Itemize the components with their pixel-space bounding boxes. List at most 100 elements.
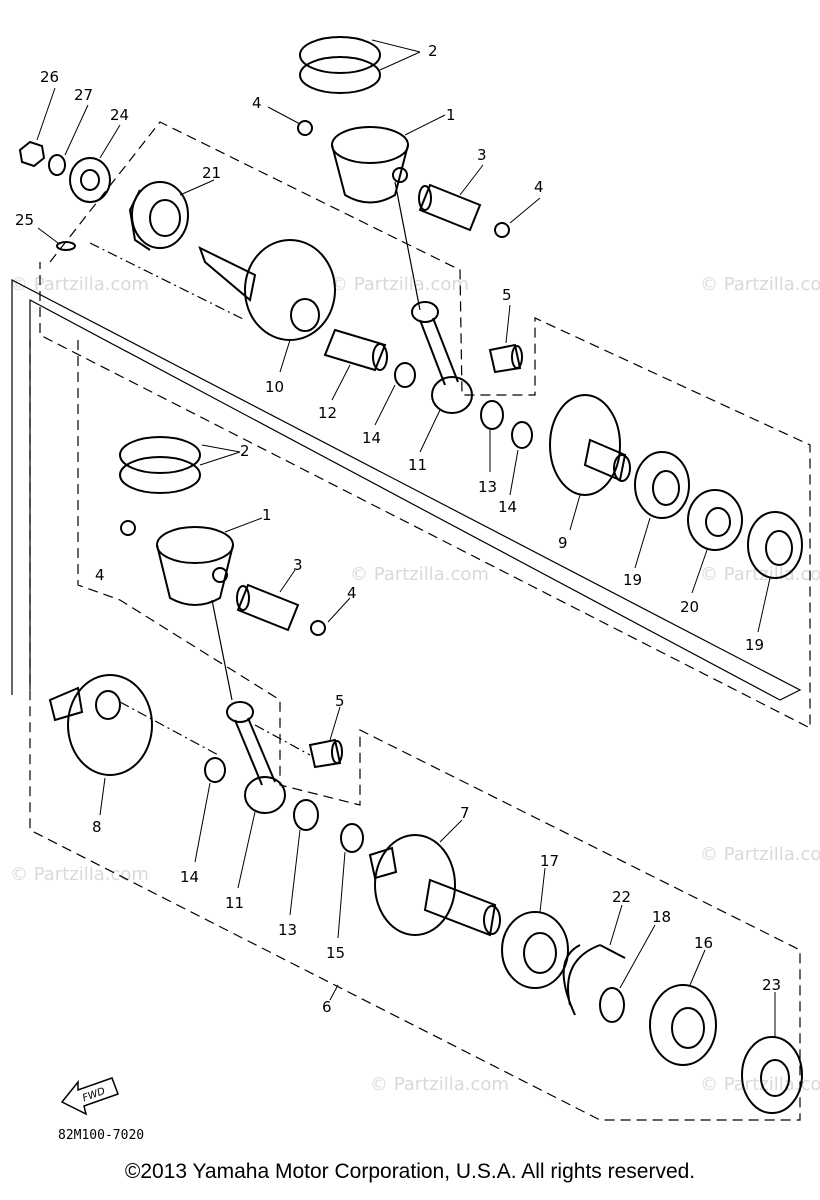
lower-parts [48,436,803,1114]
bearing [634,451,690,519]
thrust-washer [340,823,364,853]
callout-21: 21 [202,164,221,182]
crank-right-half [368,834,501,937]
callout-24: 24 [110,106,129,124]
small-end-bearing [308,738,343,769]
watermark-text: © Partzilla.com [350,564,489,585]
callout-10: 10 [265,378,284,396]
watermark-text: © Partzilla.com [700,274,820,295]
callout-14: 14 [362,429,381,447]
crank-right-half [549,394,631,496]
callout-3: 3 [477,146,487,164]
drawing-code: 82M100-7020 [58,1128,145,1143]
callout-2: 2 [428,42,438,60]
needle-bearing [480,400,504,430]
upper-group-outline [39,121,811,729]
callout-7: 7 [460,804,470,822]
callout-11: 11 [225,894,244,912]
leader-lines [36,39,776,1037]
bearing [501,911,569,989]
labyrinth-seal [687,489,743,551]
bearing [128,181,189,251]
piston-pin-clip [120,520,136,536]
connecting-rod [226,701,286,814]
crank-outer-outline [11,279,802,701]
watermark-text: © Partzilla.com [10,274,149,295]
callout-26: 26 [40,68,59,86]
bearing [747,511,803,579]
callout-17: 17 [540,852,559,870]
watermark-text: © Partzilla.com [700,1074,820,1095]
callout-5: 5 [502,286,512,304]
watermark-text: © Partzilla.com [370,1074,509,1095]
callout-2: 2 [240,442,250,460]
small-end-bearing [488,343,523,374]
thrust-washer [394,362,416,388]
callout-23: 23 [762,976,781,994]
callout-22: 22 [612,888,631,906]
callout-1: 1 [262,506,272,524]
piston-pin-clip [310,620,326,636]
washer [48,154,66,176]
forward-arrow-icon: FWD [60,1077,119,1116]
centerline [254,724,311,756]
circlip [562,944,626,1016]
crank-pin [323,328,388,372]
piston-ring-set [299,36,381,94]
callout-18: 18 [652,908,671,926]
callout-16: 16 [694,934,713,952]
piston-pin [418,183,482,232]
watermark-layer: © Partzilla.com © Partzilla.com © Partzi… [10,274,820,1095]
copyright-text: ©2013 Yamaha Motor Corporation, U.S.A. A… [124,1160,696,1183]
oil-seal [69,157,111,203]
piston [331,126,409,204]
crank-left-half [48,674,153,776]
watermark-text: © Partzilla.com [330,274,469,295]
centerline [89,242,246,321]
callout-27: 27 [74,86,93,104]
rod-guide-line [211,599,233,701]
rod-guide-line [394,181,421,311]
callout-4: 4 [347,584,357,602]
callout-4: 4 [252,94,262,112]
callout-11: 11 [408,456,427,474]
connecting-rod [411,301,473,414]
callout-15: 15 [326,944,345,962]
nut [18,140,46,168]
callout-4: 4 [534,178,544,196]
piston-pin-clip [297,120,313,136]
callout-14: 14 [180,868,199,886]
watermark-text: © Partzilla.com [700,564,820,585]
callout-14: 14 [498,498,517,516]
centerline [119,701,221,757]
piston-pin [236,583,300,632]
upper-parts [18,36,803,579]
piston [156,526,234,606]
callout-25: 25 [15,211,34,229]
callout-13: 13 [478,478,497,496]
callout-3: 3 [293,556,303,574]
bearing [649,984,717,1066]
crank-left-half [198,239,336,341]
callout-1: 1 [446,106,456,124]
callout-12: 12 [318,404,337,422]
callout-9: 9 [558,534,568,552]
callout-20: 20 [680,598,699,616]
watermark-text: © Partzilla.com [10,864,149,885]
shim [599,987,625,1023]
needle-bearing [293,799,319,831]
callout-13: 13 [278,921,297,939]
fwd-label: FWD [81,1086,107,1104]
callout-5: 5 [335,692,345,710]
watermark-text: © Partzilla.com [700,844,820,865]
woodruff-key [56,241,76,251]
oil-seal [741,1036,803,1114]
lower-group-outline [29,340,801,1121]
callout-4: 4 [95,566,105,584]
piston-pin-clip [494,222,510,238]
callout-19: 19 [623,571,642,589]
callout-8: 8 [92,818,102,836]
callout-6: 6 [322,998,332,1016]
assembly-outlines [11,121,811,1121]
